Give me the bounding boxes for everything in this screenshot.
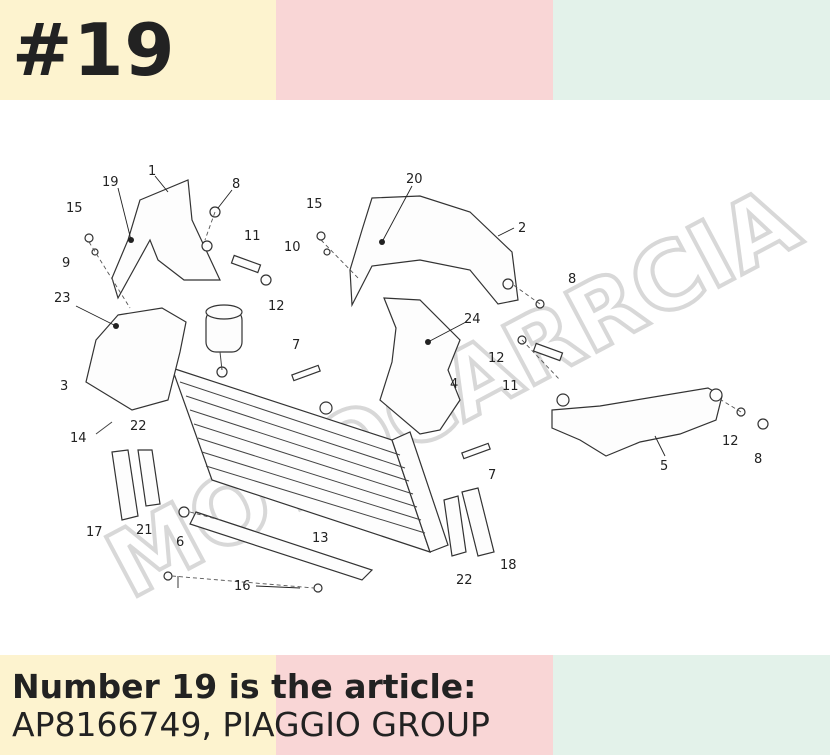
callout-8: 8 bbox=[232, 177, 240, 192]
expansion-tank bbox=[205, 304, 243, 371]
callout-17: 17 bbox=[86, 525, 103, 540]
adhesive-strips bbox=[111, 449, 495, 557]
header-band bbox=[0, 0, 830, 100]
callout-22: 22 bbox=[130, 419, 147, 434]
callout-10: 10 bbox=[284, 240, 301, 255]
caption-title: Number 19 is the article: bbox=[12, 667, 477, 706]
parts-diagram: MOTOCARRCIA bbox=[54, 164, 817, 621]
lower-bracket bbox=[551, 387, 723, 457]
callout-12: 12 bbox=[268, 299, 285, 314]
callout-9: 9 bbox=[62, 256, 70, 271]
band-mint-bottom bbox=[553, 655, 830, 755]
callout-8c: 8 bbox=[754, 452, 762, 467]
callout-7: 7 bbox=[292, 338, 300, 353]
callout-14: 14 bbox=[70, 431, 87, 446]
band-pink bbox=[276, 0, 553, 100]
caption-subtitle: AP8166749, PIAGGIO GROUP bbox=[12, 705, 490, 744]
callout-1: 1 bbox=[148, 164, 156, 179]
radiator bbox=[171, 366, 449, 553]
assembly-lines bbox=[88, 211, 742, 589]
callout-22b: 22 bbox=[456, 573, 473, 588]
left-upper-shroud bbox=[111, 179, 221, 300]
callout-5: 5 bbox=[660, 459, 668, 474]
right-lower-shroud bbox=[379, 297, 461, 435]
callout-3: 3 bbox=[60, 379, 68, 394]
callout-8b: 8 bbox=[568, 272, 576, 287]
callout-20: 20 bbox=[406, 172, 423, 187]
callout-11: 11 bbox=[244, 229, 261, 244]
callout-7b: 7 bbox=[488, 468, 496, 483]
band-yellow bbox=[0, 0, 276, 100]
part-number-tag: #19 bbox=[12, 8, 176, 92]
callout-12b: 12 bbox=[488, 351, 505, 366]
callout-18: 18 bbox=[500, 558, 517, 573]
callout-4: 4 bbox=[450, 377, 458, 392]
left-lower-shroud bbox=[85, 307, 187, 411]
callout-24: 24 bbox=[464, 312, 481, 327]
callout-labels: 1 19 8 15 9 11 12 23 3 14 22 17 21 6 16 … bbox=[54, 164, 762, 594]
callout-15: 15 bbox=[66, 201, 83, 216]
callout-11b: 11 bbox=[502, 379, 519, 394]
band-yellow-bottom bbox=[0, 655, 276, 755]
callout-6: 6 bbox=[176, 535, 184, 550]
callout-23: 23 bbox=[54, 291, 71, 306]
caption-band bbox=[0, 655, 830, 755]
callout-13: 13 bbox=[312, 531, 329, 546]
leader-lines bbox=[75, 175, 666, 589]
callout-12c: 12 bbox=[722, 434, 739, 449]
callout-21: 21 bbox=[136, 523, 153, 538]
callout-15b: 15 bbox=[306, 197, 323, 212]
callout-19: 19 bbox=[102, 175, 119, 190]
callout-16: 16 bbox=[234, 579, 251, 594]
right-upper-shroud bbox=[349, 195, 519, 308]
band-pink-bottom bbox=[276, 655, 553, 755]
bottom-guard bbox=[189, 511, 374, 581]
band-mint bbox=[553, 0, 830, 100]
callout-2: 2 bbox=[518, 221, 526, 236]
